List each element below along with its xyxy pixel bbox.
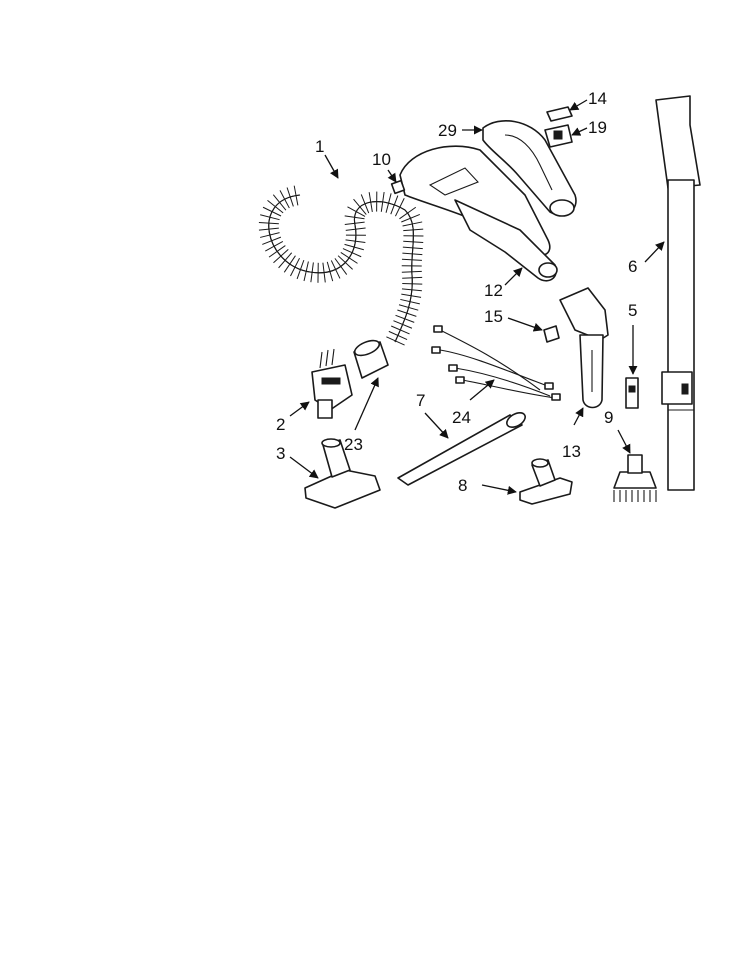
callout-23: 23	[344, 435, 363, 454]
brush-part	[613, 454, 657, 502]
callout-14: 14	[588, 89, 607, 108]
callout-8: 8	[458, 476, 467, 495]
callout-labels: 1 2 3 5 6 7 8 9 10 12 13 14 15 19 23 24 …	[276, 89, 637, 495]
floor-nozzle-part	[304, 438, 381, 509]
callout-19: 19	[588, 118, 607, 137]
callout-7: 7	[416, 391, 425, 410]
wand-connector-part	[559, 287, 609, 409]
callout-1: 1	[315, 137, 324, 156]
handle-part	[399, 120, 577, 282]
callout-5: 5	[628, 301, 637, 320]
callout-15: 15	[484, 307, 503, 326]
callout-2: 2	[276, 415, 285, 434]
connector-part	[311, 348, 353, 419]
screw-part	[390, 179, 406, 195]
callout-9: 9	[604, 408, 613, 427]
coupling-part	[353, 339, 389, 379]
callout-12: 12	[484, 281, 503, 300]
callout-3: 3	[276, 444, 285, 463]
wire-harness-part	[431, 325, 561, 401]
switch-part	[544, 106, 573, 148]
wand-part	[655, 95, 701, 491]
upholstery-tool-part	[519, 458, 573, 505]
callout-6: 6	[628, 257, 637, 276]
callout-13: 13	[562, 442, 581, 461]
crevice-tool-part	[397, 411, 526, 486]
leader-lines	[289, 99, 665, 495]
callout-24: 24	[452, 408, 471, 427]
clip-part	[543, 325, 560, 343]
latch-part	[625, 377, 639, 409]
callout-10: 10	[372, 150, 391, 169]
callout-29: 29	[438, 121, 457, 140]
hose-part	[258, 185, 424, 346]
